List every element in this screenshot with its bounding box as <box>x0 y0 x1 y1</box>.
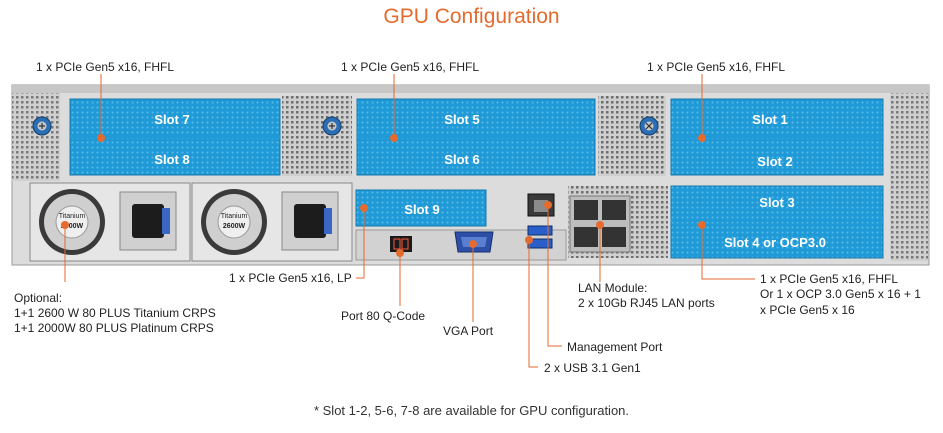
left-rail <box>12 93 60 181</box>
label-slot-4-line-1: 1 x PCIe Gen5 x16, FHFL <box>760 272 899 286</box>
port80-display-icon <box>390 236 412 252</box>
slot-3-label: Slot 3 <box>759 195 794 210</box>
psu-brand-label: Titanium <box>59 213 86 220</box>
label-lan-detail: 2 x 10Gb RJ45 LAN ports <box>578 296 715 310</box>
label-lan-title: LAN Module: <box>578 281 648 295</box>
label-slot-1-2-spec: 1 x PCIe Gen5 x16, FHFL <box>647 60 786 74</box>
slot-7-8-bracket: Slot 7 Slot 8 <box>69 98 281 176</box>
slot-9-bracket: Slot 9 <box>355 189 487 227</box>
right-rail <box>890 93 928 261</box>
psu-2: Titanium 2600W <box>191 182 353 262</box>
label-psu-line-2: 1+1 2000W 80 PLUS Platinum CRPS <box>14 321 214 335</box>
psu-wattage-label: 2600W <box>61 223 84 230</box>
label-slot-4-line-3: x PCIe Gen5 x 16 <box>760 303 855 317</box>
slot-5-label: Slot 5 <box>444 112 479 127</box>
slot-9-label: Slot 9 <box>404 202 439 217</box>
thumbscrew-icon <box>639 116 659 136</box>
label-psu-optional: Optional: <box>14 291 63 305</box>
slot-2-label: Slot 2 <box>757 154 792 169</box>
label-management-port: Management Port <box>567 340 663 354</box>
slot-6-label: Slot 6 <box>444 152 479 167</box>
label-slot-9-spec: 1 x PCIe Gen5 x16, LP <box>229 271 352 285</box>
psu-brand-label: Titanium <box>221 213 248 220</box>
thumbscrew-icon <box>322 116 342 136</box>
slot-8-label: Slot 8 <box>154 152 189 167</box>
slot-7-label: Slot 7 <box>154 112 189 127</box>
slot-4-label: Slot 4 or OCP3.0 <box>724 235 826 250</box>
slot-1-label: Slot 1 <box>752 112 787 127</box>
psu-1: Titanium 2600W <box>29 182 191 262</box>
label-usb-ports: 2 x USB 3.1 Gen1 <box>544 361 641 375</box>
slot-1-2-bracket: Slot 1 Slot 2 <box>670 98 884 176</box>
label-vga-port: VGA Port <box>443 324 494 338</box>
label-port80: Port 80 Q-Code <box>341 309 426 323</box>
label-psu-line-1: 1+1 2600 W 80 PLUS Titanium CRPS <box>14 306 216 320</box>
grille-area <box>282 96 352 176</box>
label-slot-7-8-spec: 1 x PCIe Gen5 x16, FHFL <box>36 60 175 74</box>
footnote: * Slot 1-2, 5-6, 7-8 are available for G… <box>313 403 630 418</box>
slot-3-4-bracket: Slot 3 Slot 4 or OCP3.0 <box>670 185 884 259</box>
label-slot-4-line-2: Or 1 x OCP 3.0 Gen5 x 16 + 1 <box>760 287 921 301</box>
psu-wattage-label: 2600W <box>223 223 246 230</box>
page-title: GPU Configuration <box>383 5 560 28</box>
label-slot-5-6-spec: 1 x PCIe Gen5 x16, FHFL <box>341 60 480 74</box>
grille-area <box>598 96 666 176</box>
thumbscrew-icon <box>32 116 52 136</box>
